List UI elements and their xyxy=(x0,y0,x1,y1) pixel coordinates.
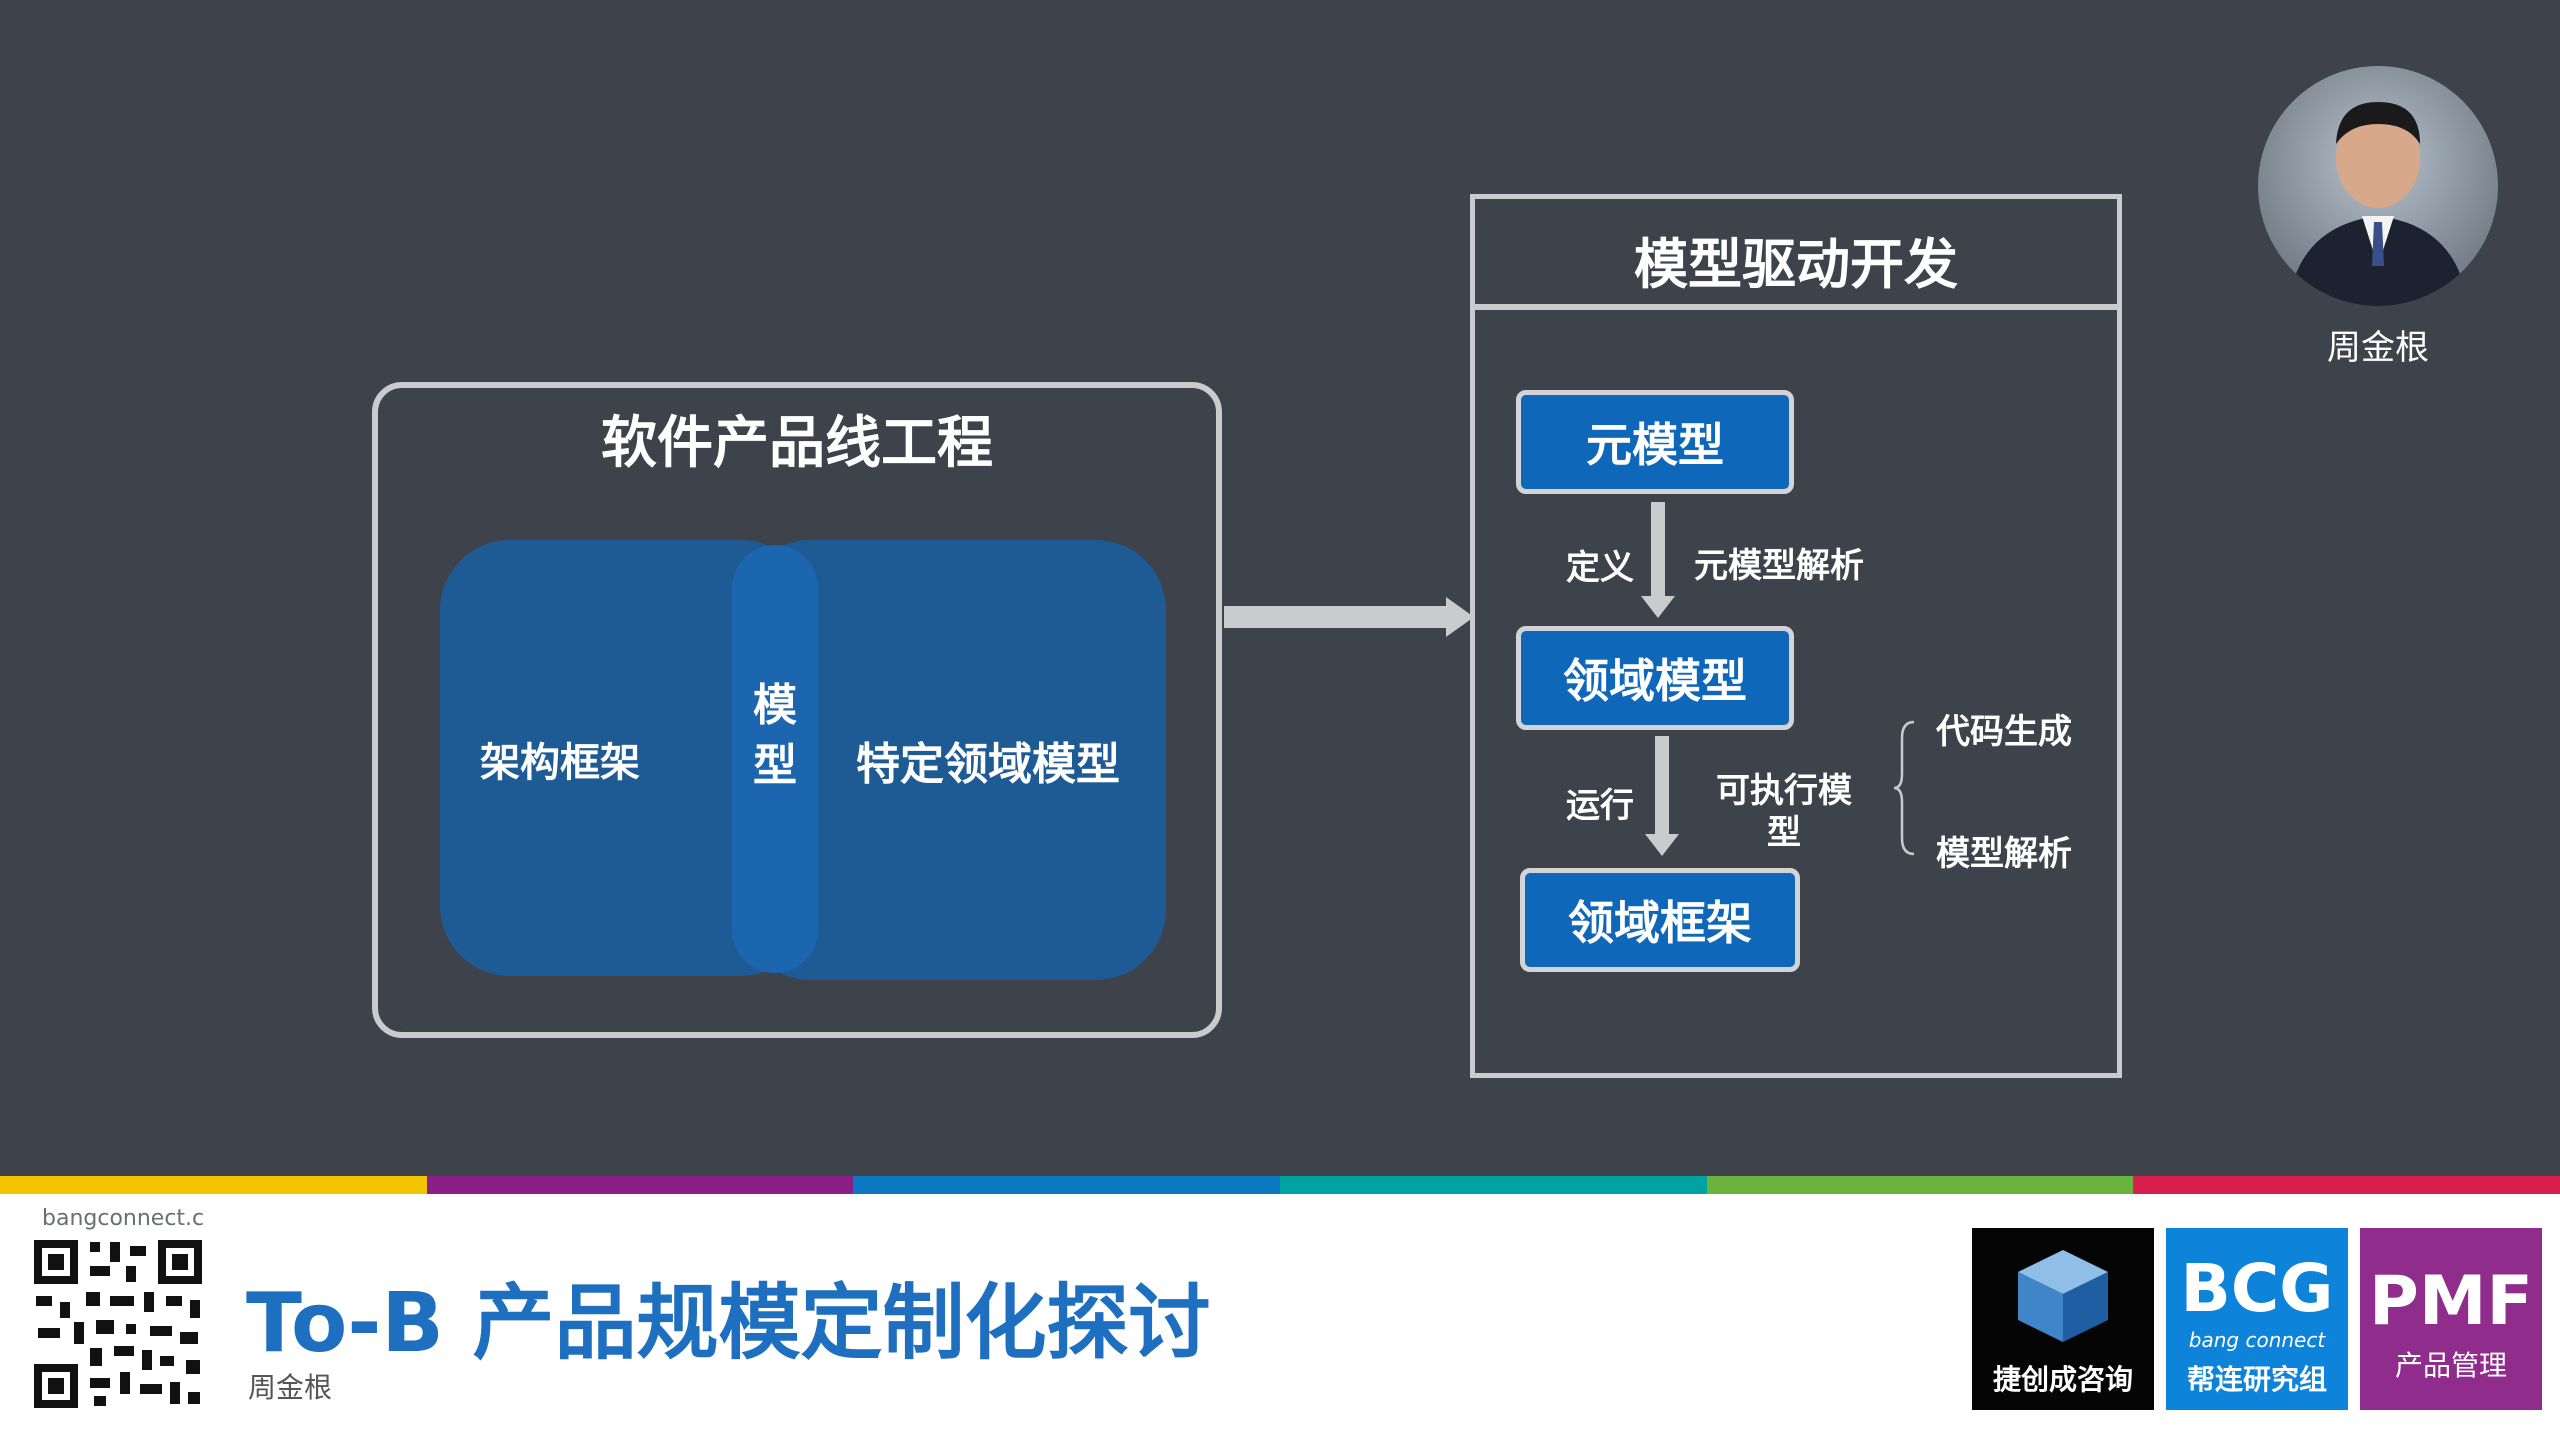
node-domain-model: 领域模型 xyxy=(1516,626,1794,730)
logo-jiechuangcheng: 捷创成咨询 xyxy=(1972,1228,2154,1410)
logo2-main: BCG xyxy=(2180,1250,2334,1327)
label-run: 运行 xyxy=(1566,786,1634,826)
cube-icon xyxy=(2018,1250,2108,1342)
model-overlap-blob xyxy=(732,545,818,973)
connector-arrow-head xyxy=(1446,597,1474,637)
person-icon xyxy=(2288,102,2468,306)
slide-canvas: 软件产品线工程 架构框架 模 型 特定领域模型 模型驱动开发 元模型 定义 元模… xyxy=(372,66,2498,1078)
stripe-segment xyxy=(2133,1176,2560,1194)
domain-model-label: 特定领域模型 xyxy=(856,739,1120,790)
stripe-segment xyxy=(426,1176,854,1194)
label-model-parse: 模型解析 xyxy=(1936,834,2072,874)
arrow-run-line xyxy=(1655,736,1669,836)
logo-bcg: BCG bang connect 帮连研究组 xyxy=(2166,1228,2348,1410)
label-executable-model-line1: 可执行模 xyxy=(1716,771,1852,811)
connector-arrow-line xyxy=(1224,606,1452,628)
logo-pmf: PMF 产品管理 xyxy=(2360,1228,2542,1410)
node-domain-framework: 领域框架 xyxy=(1520,868,1800,972)
qr-code-icon xyxy=(30,1236,206,1412)
mdd-title: 模型驱动开发 xyxy=(1634,233,1958,296)
stripe-segment xyxy=(1280,1176,1707,1194)
presenter-avatar xyxy=(2258,66,2498,306)
product-line-frame xyxy=(372,382,1222,1038)
model-label-line1: 模 xyxy=(753,680,797,731)
mdd-frame xyxy=(1470,194,2122,1078)
stripe-segment xyxy=(853,1176,1281,1194)
footer-domain-text: bangconnect.c xyxy=(42,1206,205,1231)
arrow-define-line xyxy=(1651,502,1665,598)
stripe-segment xyxy=(0,1176,427,1194)
label-meta-model-parse: 元模型解析 xyxy=(1694,546,1864,586)
footer-title: To-B 产品规模定制化探讨 xyxy=(246,1276,1211,1371)
logo1-text: 捷创成咨询 xyxy=(1992,1363,2133,1396)
logo3-main: PMF xyxy=(2369,1262,2533,1341)
logo3-cn: 产品管理 xyxy=(2394,1349,2507,1382)
footer-author: 周金根 xyxy=(248,1371,333,1404)
product-line-title: 软件产品线工程 xyxy=(601,411,993,476)
color-stripe xyxy=(0,1176,2560,1194)
logo2-cn: 帮连研究组 xyxy=(2186,1363,2327,1396)
model-label: 模 型 xyxy=(732,676,818,796)
label-code-generation: 代码生成 xyxy=(1936,712,2072,752)
presenter-name: 周金根 xyxy=(2327,328,2429,368)
curly-brace xyxy=(1893,720,1915,856)
stripe-segment xyxy=(1706,1176,2134,1194)
label-executable-model-line2: 型 xyxy=(1767,813,1801,853)
logo2-sub: bang connect xyxy=(2188,1328,2326,1352)
label-define: 定义 xyxy=(1566,548,1634,588)
architecture-label: 架构框架 xyxy=(480,740,640,786)
model-label-line2: 型 xyxy=(753,740,797,791)
arrow-run-head xyxy=(1645,834,1679,856)
node-meta-model: 元模型 xyxy=(1516,390,1794,494)
mdd-title-divider xyxy=(1470,304,2122,310)
label-executable-model: 可执行模 型 xyxy=(1704,770,1864,854)
arrow-define-head xyxy=(1641,596,1675,618)
